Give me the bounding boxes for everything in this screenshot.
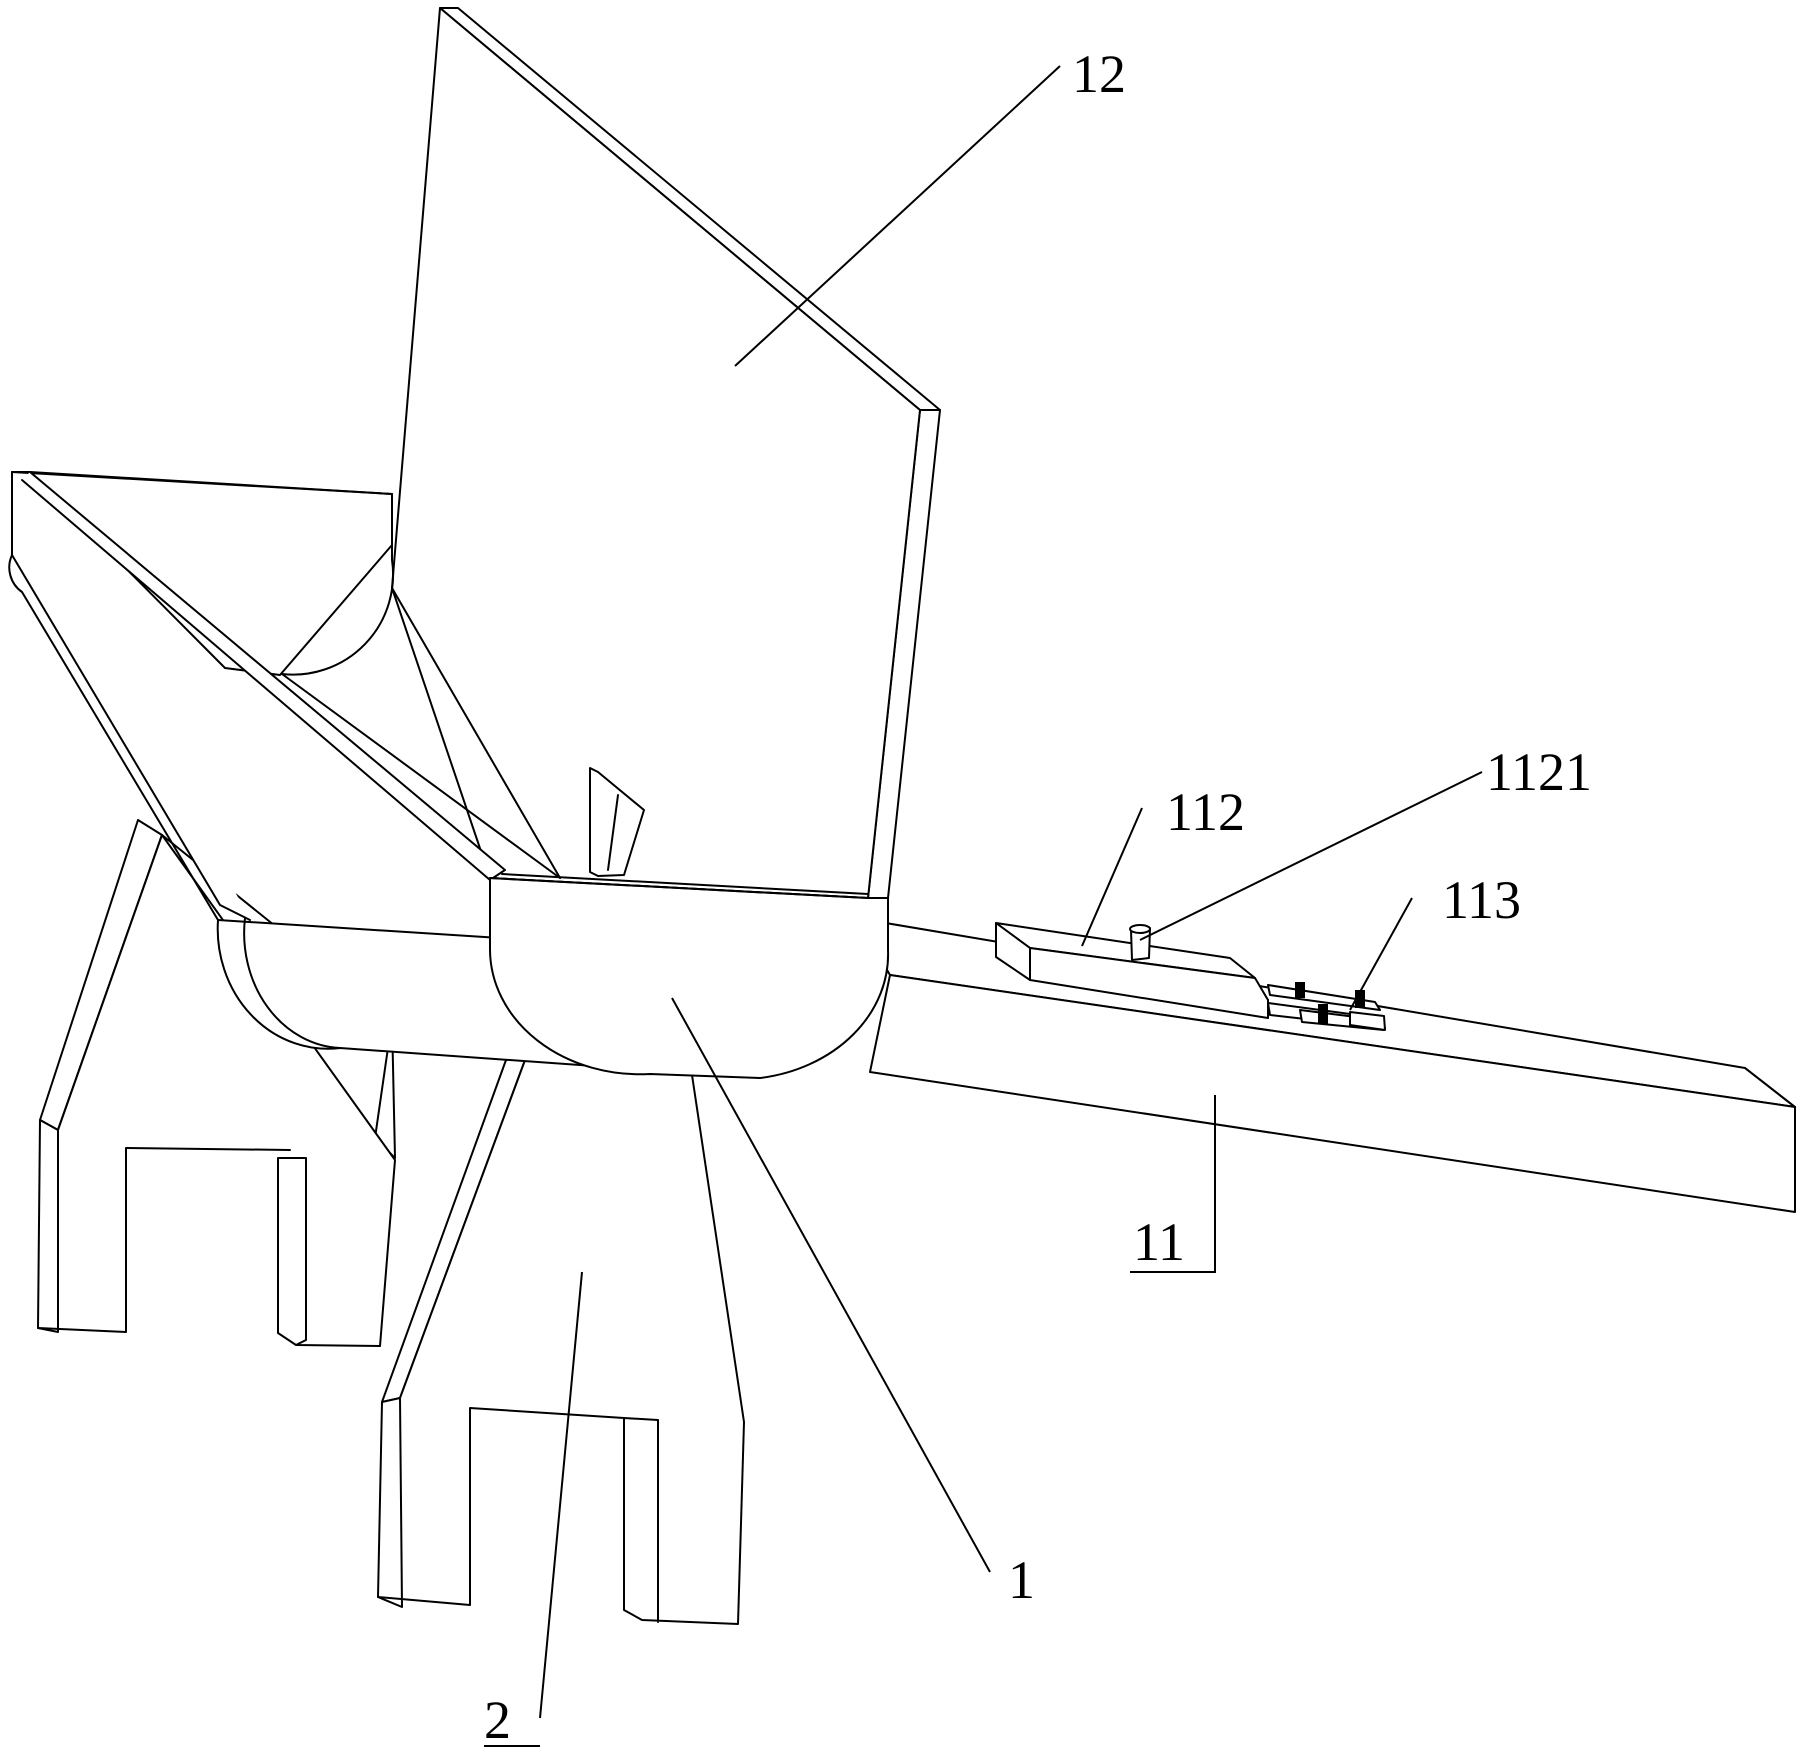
leader-2 xyxy=(539,1271,583,1719)
leader-12 xyxy=(734,65,1061,367)
long-beam xyxy=(855,917,1796,1213)
left-chute xyxy=(8,471,561,921)
label-12: 12 xyxy=(1072,44,1126,104)
leader-1121 xyxy=(1139,771,1483,941)
leader-112 xyxy=(1081,807,1143,947)
leader-lines xyxy=(539,65,1483,1719)
label-112: 112 xyxy=(1166,782,1245,842)
trough-body xyxy=(216,873,890,1079)
label-11: 11 xyxy=(1133,1212,1185,1272)
label-1121: 1121 xyxy=(1486,742,1592,802)
back-panel xyxy=(391,7,941,899)
leader-113 xyxy=(1349,897,1413,1011)
rear-left-leg xyxy=(37,819,396,1347)
front-leg xyxy=(377,1051,745,1625)
label-113: 113 xyxy=(1442,870,1521,930)
guide-rods xyxy=(1267,982,1386,1031)
divider-plate xyxy=(589,767,645,877)
callouts: 12 1121 112 113 11 1 2 xyxy=(484,44,1592,1750)
label-2: 2 xyxy=(484,1690,511,1750)
slider-pin xyxy=(1129,924,1151,961)
label-1: 1 xyxy=(1008,1550,1035,1610)
leader-1 xyxy=(671,997,991,1573)
